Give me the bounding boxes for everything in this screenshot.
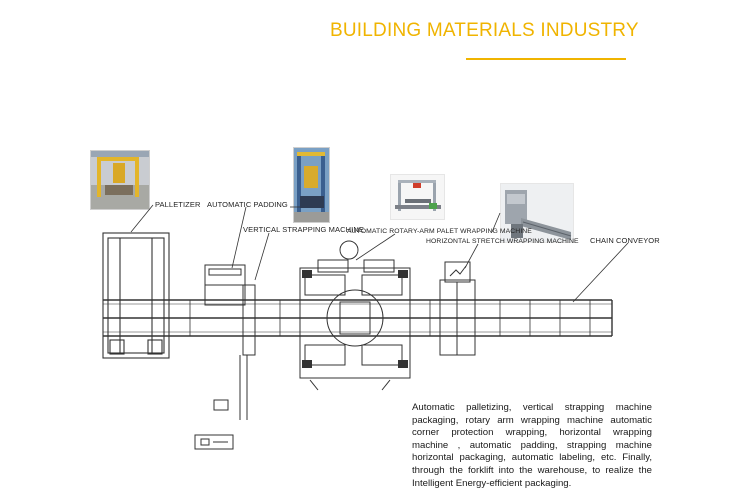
rotary-arm-photo (390, 174, 445, 220)
leader-rotary-arm (355, 233, 396, 261)
leader-horizontal-stretch (464, 243, 479, 269)
description-text: Automatic palletizing, vertical strappin… (412, 402, 652, 489)
title-underline (466, 58, 626, 60)
palletizer-photo (90, 150, 150, 210)
horizontal-stretch-photo (500, 183, 574, 243)
conveyor-rollers (189, 300, 591, 336)
horizontal-stretch-wrapper (439, 261, 476, 356)
page-title: BUILDING MATERIALS INDUSTRY (330, 20, 639, 41)
rotary-arm-wrapper (299, 240, 411, 391)
label-horizontal-stretch: HORIZONTAL STRETCH WRAPPING MACHINE (426, 238, 579, 245)
palletizer-frame (102, 232, 170, 359)
label-rotary-arm: AUTOMATIC ROTARY-ARM PALET WRAPPING MACH… (347, 228, 532, 235)
leader-horizontal-photo (491, 212, 501, 233)
label-vertical-strapping: VERTICAL STRAPPING MACHINE (243, 225, 364, 234)
padding-unit (204, 264, 246, 306)
label-chain-conveyor: CHAIN CONVEYOR (590, 236, 660, 245)
rotary-corner-blocks (302, 270, 408, 368)
leader-palletizer (130, 204, 154, 233)
leader-automatic-padding (231, 206, 247, 269)
vertical-strapping-unit (213, 284, 256, 420)
leader-vertical-strapping (254, 232, 270, 281)
main-conveyor (103, 299, 613, 337)
forklift-station (194, 434, 234, 450)
label-palletizer: PALLETIZER (155, 200, 201, 209)
automatic-padding-photo (293, 147, 330, 223)
label-automatic-padding: AUTOMATIC PADDING (207, 200, 288, 209)
leader-chain-conveyor (572, 242, 629, 303)
